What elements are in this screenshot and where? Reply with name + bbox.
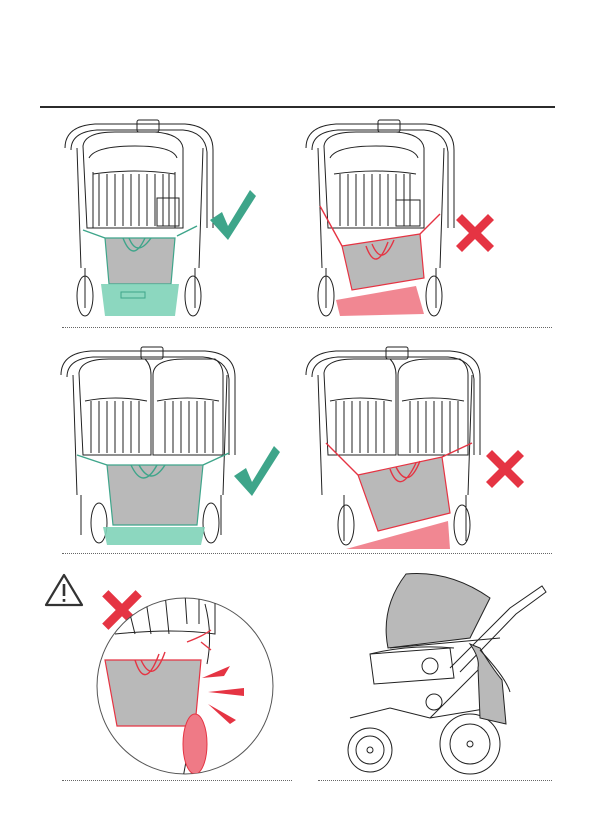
- magnified-detail-illustration: [95, 594, 275, 778]
- check-icon: [230, 442, 282, 503]
- panel-warning-detail: [95, 594, 275, 778]
- cross-icon: [482, 446, 528, 497]
- divider: [62, 553, 552, 554]
- double-stroller-front-illustration: [300, 345, 500, 550]
- header-rule: [40, 106, 555, 108]
- cross-icon: [452, 210, 498, 261]
- stroller-side-illustration: [330, 568, 550, 782]
- check-icon: [206, 186, 258, 247]
- divider: [62, 780, 292, 781]
- divider: [318, 780, 552, 781]
- panel-side-view: [330, 568, 550, 782]
- panel-double-correct: [55, 345, 255, 545]
- warning-triangle-icon: [44, 573, 84, 612]
- double-stroller-front-illustration: [55, 345, 255, 545]
- panel-double-incorrect: [300, 345, 500, 550]
- impact-burst-icon: [200, 664, 246, 729]
- divider: [62, 327, 552, 328]
